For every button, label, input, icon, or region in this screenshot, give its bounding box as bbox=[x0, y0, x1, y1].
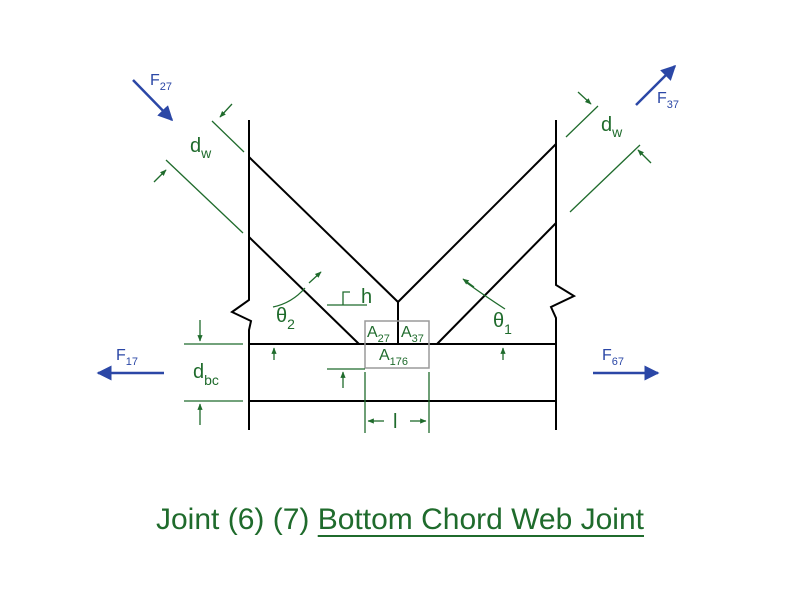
label-dw-right: dw bbox=[601, 114, 623, 140]
force-arrow-f37 bbox=[635, 64, 677, 106]
left-break-line bbox=[230, 120, 253, 430]
label-a176: A176 bbox=[379, 347, 408, 368]
theta2-arc bbox=[272, 287, 306, 308]
label-h: h bbox=[361, 286, 372, 308]
dw-right-extension-2 bbox=[569, 144, 641, 213]
left-web-upper-edge bbox=[248, 156, 399, 303]
left-web-lower-edge bbox=[248, 236, 360, 345]
force-labels: F27 F37 F17 F67 bbox=[116, 72, 679, 368]
dw-left-extension-1 bbox=[211, 120, 245, 153]
caption-title: Bottom Chord Web Joint bbox=[317, 503, 644, 536]
right-web-upper-edge bbox=[397, 143, 557, 303]
force-arrows bbox=[96, 64, 677, 381]
diagram-caption: Joint (6) (7) Bottom Chord Web Joint bbox=[0, 503, 800, 537]
truss-structure bbox=[230, 120, 577, 430]
label-f27: F27 bbox=[150, 72, 172, 93]
h-leader bbox=[342, 291, 350, 305]
area-box bbox=[364, 320, 430, 369]
caption-prefix: Joint (6) (7) bbox=[156, 503, 318, 536]
label-f17: F17 bbox=[116, 347, 138, 368]
dw-right-arrow-top bbox=[577, 91, 592, 105]
label-dw-left: dw bbox=[190, 135, 212, 161]
theta2-arrow-top bbox=[308, 271, 322, 284]
theta1-arc bbox=[466, 282, 506, 310]
label-a27: A27 bbox=[367, 324, 390, 345]
label-a37: A37 bbox=[401, 324, 424, 345]
dw-left-arrow-bottom bbox=[153, 169, 167, 183]
label-f37: F37 bbox=[657, 90, 679, 111]
label-theta1: θ1 bbox=[493, 310, 512, 337]
force-arrow-f27 bbox=[132, 79, 174, 122]
dimension-lines bbox=[153, 91, 652, 433]
label-f67: F67 bbox=[602, 347, 624, 368]
dw-right-arrow-bottom bbox=[637, 149, 652, 164]
right-web-lower-edge bbox=[436, 222, 557, 345]
label-theta2: θ2 bbox=[276, 305, 295, 332]
dw-left-extension-2 bbox=[165, 159, 244, 234]
label-l: l bbox=[393, 411, 397, 433]
dimension-labels: dw dw dbc θ2 θ1 h l A27 A37 A176 bbox=[190, 114, 623, 433]
theta1-arrow-top bbox=[462, 278, 475, 288]
dw-left-arrow-top bbox=[219, 103, 233, 118]
right-break-line bbox=[549, 120, 577, 430]
label-dbc: dbc bbox=[193, 361, 219, 388]
dw-right-extension-1 bbox=[565, 105, 599, 138]
